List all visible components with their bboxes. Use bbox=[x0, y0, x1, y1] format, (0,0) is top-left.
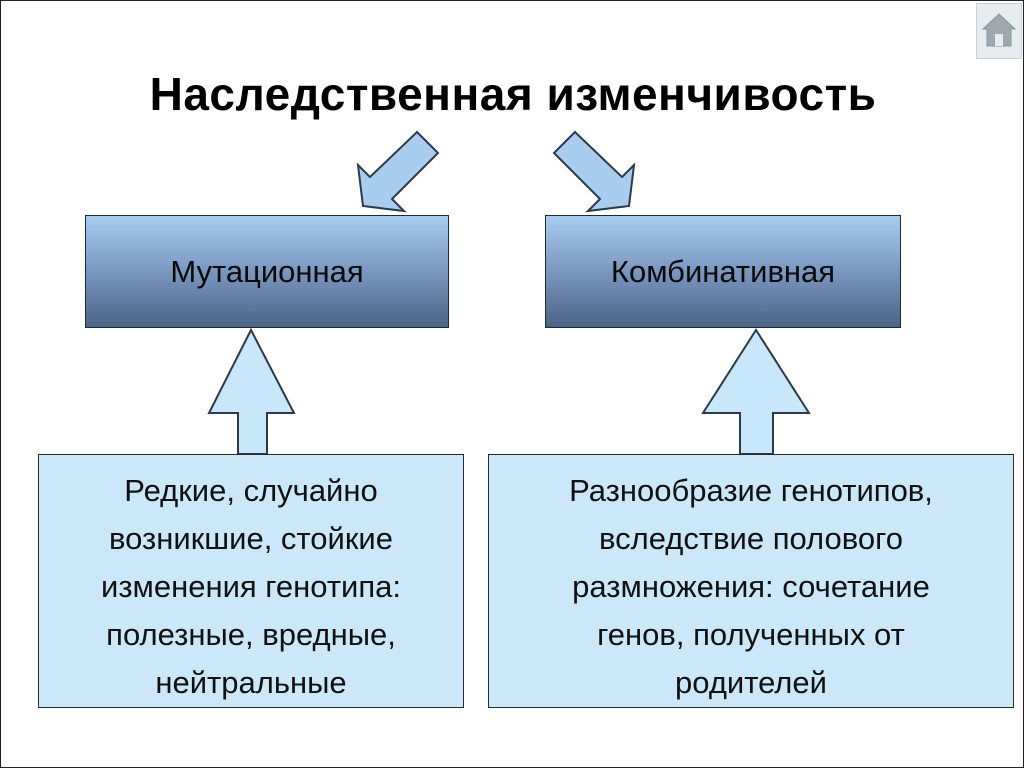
combination-description-box: Разнообразие генотипов, вследствие полов… bbox=[488, 454, 1014, 708]
mutation-description-line: полезные, вредные, bbox=[106, 617, 396, 653]
page-title: Наследственная изменчивость bbox=[149, 68, 877, 120]
mutation-description-box: Редкие, случайно возникшие, стойкие изме… bbox=[38, 454, 464, 708]
home-icon bbox=[981, 13, 1017, 47]
up-arrow-combination bbox=[701, 328, 811, 455]
combination-description-line: родителей bbox=[675, 665, 827, 701]
combination-description-line: генов, полученных от bbox=[597, 617, 905, 653]
combination-label: Комбинативная bbox=[610, 253, 836, 289]
mutation-description-line: изменения генотипа: bbox=[101, 569, 401, 605]
mutation-description-line: нейтральные bbox=[155, 665, 347, 701]
mutation-type-box: Мутационная bbox=[85, 215, 449, 328]
arrow-to-combination bbox=[552, 130, 636, 213]
combination-description-line: Разнообразие генотипов, bbox=[569, 473, 933, 508]
home-button[interactable] bbox=[976, 3, 1022, 59]
up-arrow-mutation bbox=[207, 327, 296, 455]
combination-description-line: вследствие полового bbox=[599, 521, 903, 557]
combination-description-line: размножения: сочетание bbox=[572, 569, 930, 605]
arrow-to-mutation bbox=[356, 130, 440, 213]
mutation-description-line: возникшие, стойкие bbox=[109, 521, 393, 557]
mutation-label: Мутационная bbox=[170, 253, 364, 289]
combination-type-box: Комбинативная bbox=[545, 215, 901, 328]
mutation-description-line: Редкие, случайно bbox=[124, 473, 378, 508]
